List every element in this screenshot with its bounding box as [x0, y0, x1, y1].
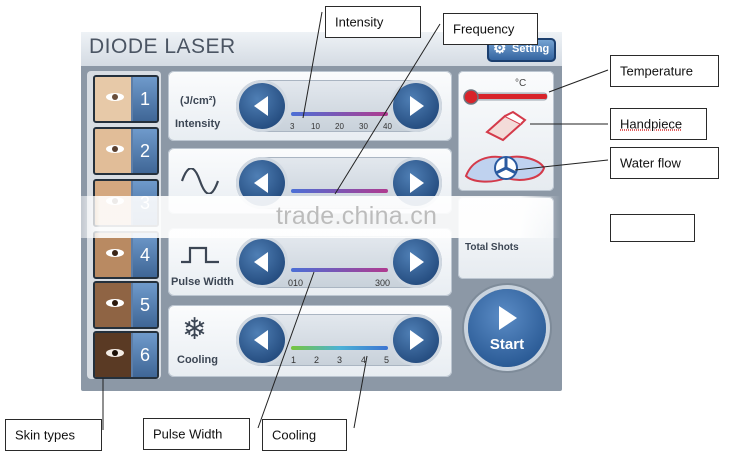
intensity-tick: 10 [311, 122, 320, 131]
callout-water-flow-text: Water flow [620, 155, 681, 171]
cooling-label: Cooling [177, 354, 218, 366]
face-icon [95, 333, 131, 377]
arrow-left-icon [254, 330, 268, 350]
app-title: DIODE LASER [89, 35, 236, 58]
callout-handpiece-text: Handpiece [620, 116, 683, 132]
watermark-band [60, 196, 560, 238]
intensity-tick: 30 [359, 122, 368, 131]
arrow-left-icon [254, 252, 268, 272]
skin-type-1-button[interactable]: 1 [93, 75, 159, 123]
sine-wave-icon [180, 168, 220, 194]
watermark: trade.china.cn [276, 202, 438, 230]
face-icon [95, 77, 131, 121]
setting-label: Setting [512, 43, 550, 55]
intensity-increase-button[interactable] [393, 83, 439, 129]
start-label: Start [489, 336, 525, 353]
callout-pulse-width: Pulse Width [143, 418, 250, 450]
callout-water-flow: Water flow [610, 147, 719, 179]
callout-cooling-text: Cooling [272, 427, 317, 443]
start-button[interactable]: Start [468, 289, 546, 367]
skin-type-number: 1 [133, 77, 157, 121]
intensity-tick: 3 [290, 122, 295, 131]
callout-frequency-text: Frequency [453, 21, 515, 37]
pulse-width-increase-button[interactable] [393, 239, 439, 285]
pulse-width-min: 010 [288, 278, 304, 288]
frequency-bar [291, 189, 388, 193]
cooling-tick: 4 [361, 355, 367, 365]
cooling-tick: 3 [337, 355, 343, 365]
intensity-bar [291, 112, 388, 116]
pulse-width-bar [291, 268, 388, 272]
pulse-width-label: Pulse Width [171, 276, 234, 288]
arrow-right-icon [410, 96, 424, 116]
water-flow-icon [464, 155, 546, 183]
face-icon [95, 283, 131, 327]
cooling-tick: 2 [314, 355, 320, 365]
arrow-left-icon [254, 96, 268, 116]
skin-type-number: 4 [133, 233, 157, 277]
callout-skin-types-text: Skin types [15, 427, 75, 443]
handpiece-icon [485, 110, 527, 142]
skin-type-6-button[interactable]: 6 [93, 331, 159, 379]
skin-type-2-button[interactable]: 2 [93, 127, 159, 175]
intensity-tick: 40 [383, 122, 392, 131]
snowflake-icon: ❄ [182, 313, 208, 346]
intensity-label: Intensity [175, 118, 221, 130]
intensity-tick: 20 [335, 122, 344, 131]
callout-pulse-width-text: Pulse Width [153, 426, 223, 442]
face-icon [95, 129, 131, 173]
callout-handpiece: Handpiece [610, 108, 707, 140]
cooling-decrease-button[interactable] [239, 317, 285, 363]
intensity-unit: (J/cm²) [180, 95, 217, 107]
skin-type-4-button[interactable]: 4 [93, 231, 159, 279]
pulse-width-max: 300 [375, 278, 391, 288]
callout-intensity: Intensity [325, 6, 421, 38]
callout-temperature: Temperature [610, 55, 719, 87]
arrow-left-icon [254, 173, 268, 193]
skin-type-number: 5 [133, 283, 157, 327]
callout-temperature-text: Temperature [620, 63, 693, 79]
pulse-width-decrease-button[interactable] [239, 239, 285, 285]
callout-cooling: Cooling [262, 419, 347, 451]
cooling-increase-button[interactable] [393, 317, 439, 363]
skin-type-number: 2 [133, 129, 157, 173]
play-icon [499, 306, 517, 330]
cooling-bar [291, 346, 388, 350]
callout-frequency: Frequency [443, 13, 538, 45]
arrow-right-icon [410, 252, 424, 272]
intensity-decrease-button[interactable] [239, 83, 285, 129]
cooling-tick: 5 [384, 355, 390, 365]
arrow-right-icon [410, 330, 424, 350]
thermometer-icon [463, 89, 548, 105]
callout-skin-types: Skin types [5, 419, 102, 451]
cooling-tick: 1 [291, 355, 297, 365]
callout-intensity-text: Intensity [335, 14, 384, 30]
face-icon [95, 233, 131, 277]
arrow-right-icon [410, 173, 424, 193]
total-shots-label: Total Shots [465, 242, 519, 253]
callout-blank [610, 214, 695, 242]
skin-type-number: 6 [133, 333, 157, 377]
pulse-icon [181, 246, 219, 264]
skin-type-5-button[interactable]: 5 [93, 281, 159, 329]
temperature-unit: °C [515, 78, 527, 89]
